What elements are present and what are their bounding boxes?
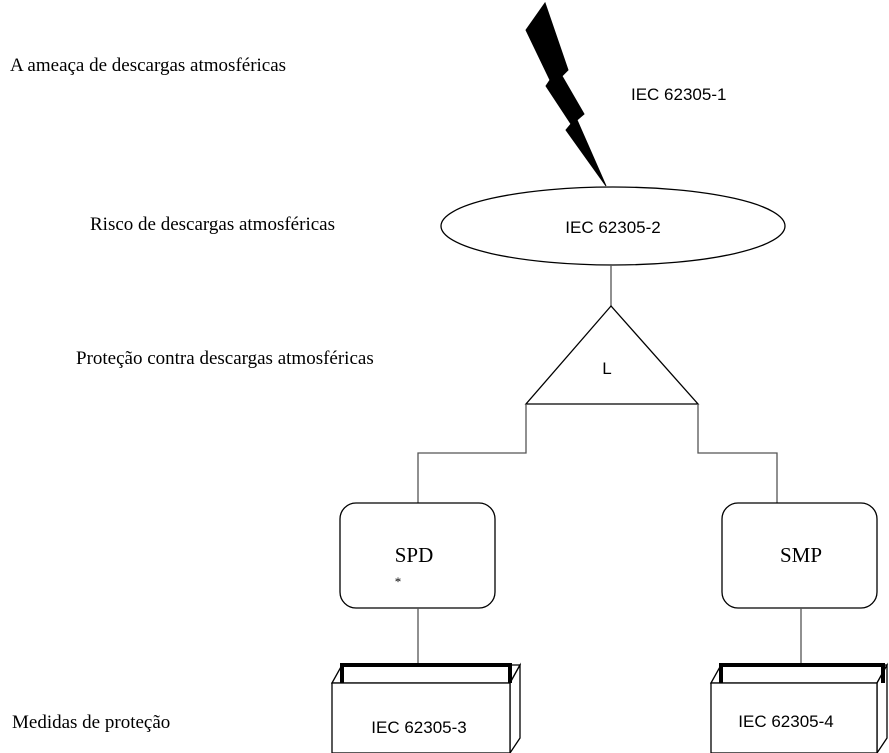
standard-3-label: IEC 62305-3 bbox=[371, 718, 466, 737]
standard-box-3-lid bbox=[340, 663, 512, 667]
standard-box-4-lid bbox=[719, 663, 885, 667]
risk-ellipse bbox=[440, 186, 786, 266]
spd-label: SPD bbox=[395, 543, 434, 567]
smp-label: SMP bbox=[780, 543, 822, 567]
risk-label: Risco de descargas atmosféricas bbox=[90, 214, 335, 235]
standard-box-4: IEC 62305-4 bbox=[709, 662, 889, 753]
threat-standard: IEC 62305-1 bbox=[631, 85, 726, 104]
protection-label: Proteção contra descargas atmosféricas bbox=[76, 348, 374, 369]
right-branch-line bbox=[697, 404, 778, 503]
spd-mark: * bbox=[395, 574, 402, 589]
lightning-bolt-icon bbox=[525, 1, 607, 187]
standard-box-3: IEC 62305-3 bbox=[330, 662, 522, 753]
measures-label: Medidas de proteção bbox=[12, 712, 170, 733]
triangle-label: L bbox=[602, 359, 611, 378]
left-branch-line bbox=[417, 404, 527, 503]
protection-triangle bbox=[524, 305, 700, 405]
smp-box bbox=[721, 502, 878, 609]
threat-label: A ameaça de descargas atmosféricas bbox=[10, 55, 286, 76]
standard-4-label: IEC 62305-4 bbox=[738, 712, 833, 731]
risk-standard: IEC 62305-2 bbox=[565, 218, 660, 237]
